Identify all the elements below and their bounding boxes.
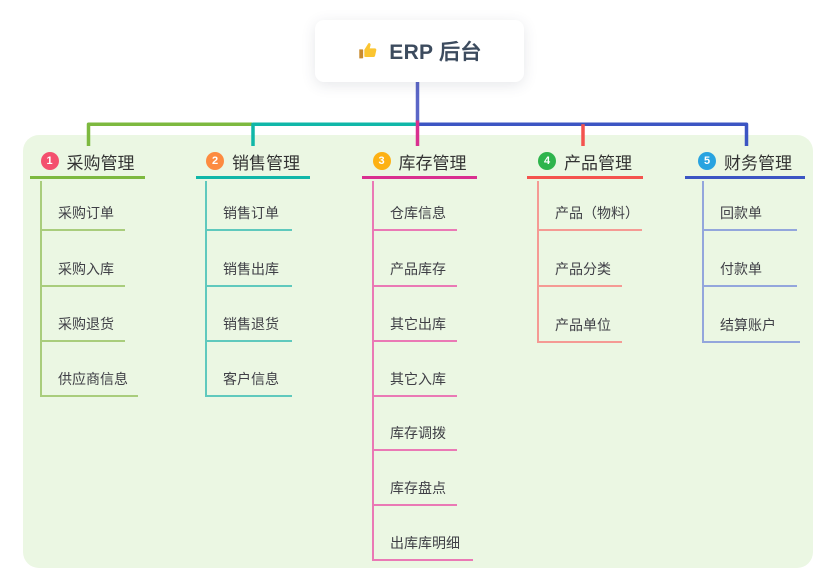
branch-child-line <box>372 181 374 561</box>
child-node[interactable]: 库存盘点 <box>372 471 457 506</box>
child-node[interactable]: 采购订单 <box>40 196 125 231</box>
thumbs-up-icon <box>357 40 379 62</box>
child-node[interactable]: 其它入库 <box>372 362 457 397</box>
child-node[interactable]: 产品（物料） <box>537 196 642 231</box>
badge-2: 2 <box>206 152 224 170</box>
child-node[interactable]: 库存调拨 <box>372 416 457 451</box>
branch2-connector-line <box>251 122 417 146</box>
child-node[interactable]: 客户信息 <box>205 362 292 397</box>
branch-header-product[interactable]: 4 产品管理 <box>527 146 643 179</box>
root-node[interactable]: ERP 后台 <box>315 20 524 82</box>
branches-background-panel <box>23 135 813 568</box>
branch-label: 采购管理 <box>66 153 135 173</box>
child-node[interactable]: 产品单位 <box>537 308 622 343</box>
branch-label: 财务管理 <box>724 153 792 173</box>
child-node[interactable]: 产品库存 <box>372 252 457 287</box>
branch-header-finance[interactable]: 5 财务管理 <box>685 146 805 179</box>
child-node[interactable]: 销售出库 <box>205 252 292 287</box>
child-node[interactable]: 销售退货 <box>205 307 292 342</box>
branch-label: 销售管理 <box>232 153 300 173</box>
branch-child-line <box>205 181 207 397</box>
child-node[interactable]: 销售订单 <box>205 196 292 231</box>
child-node[interactable]: 付款单 <box>702 252 797 287</box>
child-node[interactable]: 其它出库 <box>372 307 457 342</box>
branch-label: 产品管理 <box>564 153 632 173</box>
branch-child-line <box>537 181 539 343</box>
branch-child-line <box>40 181 42 397</box>
badge-5: 5 <box>698 152 716 170</box>
child-node[interactable]: 供应商信息 <box>40 362 138 397</box>
badge-1: 1 <box>40 152 59 170</box>
child-node[interactable]: 回款单 <box>702 196 797 231</box>
child-node[interactable]: 结算账户 <box>702 308 800 343</box>
child-node[interactable]: 采购入库 <box>40 252 125 287</box>
child-node[interactable]: 出库库明细 <box>372 526 473 561</box>
badge-4: 4 <box>538 152 556 170</box>
branch-child-line <box>702 181 704 343</box>
branch5-connector-line <box>416 122 749 146</box>
child-node[interactable]: 产品分类 <box>537 252 622 287</box>
branch1-connector-line <box>86 122 252 146</box>
root-title: ERP 后台 <box>389 41 482 64</box>
branch-label: 库存管理 <box>398 153 467 173</box>
branch-header-purchase[interactable]: 1 采购管理 <box>30 146 145 179</box>
badge-3: 3 <box>372 152 391 170</box>
child-node[interactable]: 仓库信息 <box>372 196 457 231</box>
child-node[interactable]: 采购退货 <box>40 307 125 342</box>
branch-header-inventory[interactable]: 3 库存管理 <box>362 146 477 179</box>
branch-header-sales[interactable]: 2 销售管理 <box>196 146 310 179</box>
